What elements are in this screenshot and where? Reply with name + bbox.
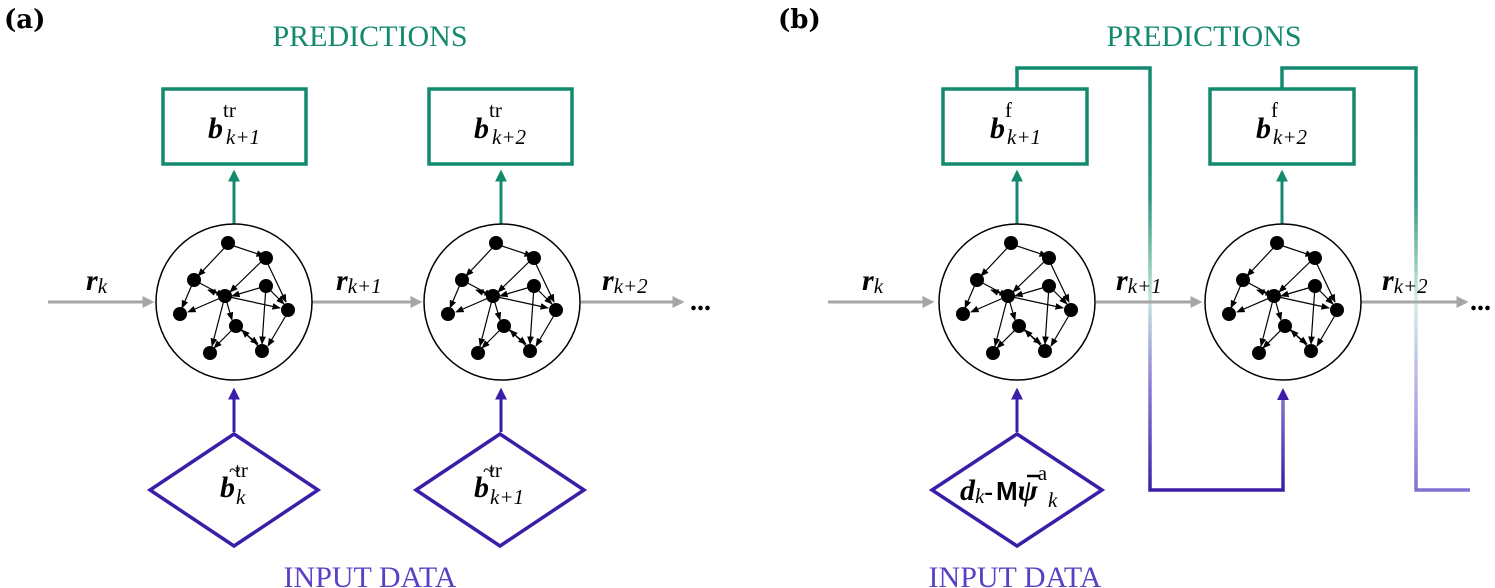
input-diamond-k1 [412,431,588,549]
panel-b-label: (b) [778,5,821,35]
tilde-accent-2: ~ [483,458,494,482]
prediction-box-f-k2 [1208,87,1356,166]
prediction-box-k1 [161,87,308,166]
reservoir-b1 [938,223,1096,381]
panel-a-label: (a) [4,5,45,35]
state-label-r-k2: rk+2 [602,264,648,298]
input-diamond-innovation [928,431,1106,549]
prediction-box-k2 [427,87,574,166]
panel-b: (b) PREDICTIONS INPUT DATA rk rk+1 rk+2 … [778,5,1491,588]
continuation-dots-b: ... [1470,286,1491,317]
feedback-loop-1 [1015,66,1285,492]
panel-b-predictions-heading: PREDICTIONS [1106,20,1301,53]
input-label-innovation: dk-Mψak [960,461,1058,512]
feedback-arrowhead-1 [1277,388,1289,400]
reservoir-b2 [1204,223,1362,381]
state-label-b-r-k2: rk+2 [1382,264,1428,298]
reservoir-a2 [423,223,581,381]
panel-a-input-heading: INPUT DATA [284,561,457,588]
state-label-b-r-k1: rk+1 [1116,264,1162,298]
panel-a-predictions-heading: PREDICTIONS [272,20,467,53]
tilde-accent-1: ~ [229,458,240,482]
panel-a: (a) PREDICTIONS INPUT DATA rk rk+1 rk+2 … [4,5,711,588]
state-label-r-k: rk [86,264,108,298]
state-label-r-k1: rk+1 [336,264,382,298]
prediction-box-f-k1 [941,87,1089,166]
input-diamond-k [146,431,322,549]
feedback-loop-2 [1280,66,1470,492]
reservoir-a1 [155,223,313,381]
continuation-dots: ... [690,286,711,317]
state-label-b-r-k: rk [862,264,884,298]
panel-b-input-heading: INPUT DATA [929,561,1102,588]
